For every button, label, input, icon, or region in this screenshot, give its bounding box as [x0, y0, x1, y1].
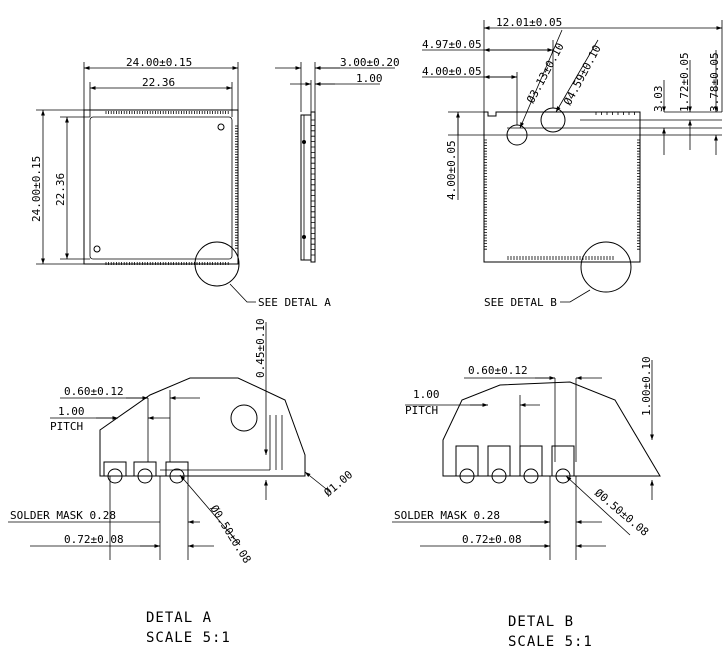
detail-a-pad-pitch-dim: 0.60±0.12 [64, 385, 124, 398]
detail-b-scale: SCALE 5:1 [508, 634, 593, 650]
detail-a-pad-len-dim: 0.72±0.08 [64, 533, 124, 546]
width-inner-dim: 22.36 [142, 76, 175, 89]
detail-a-circle [194, 241, 240, 287]
detail-b-pitch-value: 1.00 [413, 388, 440, 401]
detail-b-pad [487, 445, 511, 477]
detail-a-radius-dim: Ø1.00 [322, 468, 356, 499]
right-pad-ticks [484, 112, 640, 260]
side-view: 3.00±0.20 1.00 [275, 56, 400, 263]
detail-b-pitch-label: PITCH [405, 404, 438, 417]
module-inner-outline [89, 116, 233, 260]
dim-497: 4.97±0.05 [422, 38, 482, 51]
detail-a-hole-dim: Ø0.50±0.08 [207, 503, 253, 566]
top-view-right: SEE DETAL B 12.01±0.05 4.97±0.05 4.00±0.… [422, 16, 723, 309]
detail-a-pad [133, 461, 157, 477]
detail-a-pitch-value: 1.00 [58, 405, 85, 418]
detail-b-pad-len-dim: 0.72±0.08 [462, 533, 522, 546]
detail-a-solder-mask-dim: SOLDER MASK 0.28 [10, 509, 116, 522]
height-overall-dim: 24.00±0.15 [30, 156, 43, 222]
dim-172: 1.72±0.05 [678, 52, 691, 112]
board-thickness-dim: 1.00 [356, 72, 383, 85]
detail-b-title: DETAL B [508, 614, 574, 630]
detail-b-pads [455, 445, 575, 484]
detail-b-pad-pitch-dim: 0.60±0.12 [468, 364, 528, 377]
detail-a-edge-gap-dim: 0.45±0.10 [254, 318, 267, 378]
dim-459: Ø4.59±0.10 [561, 43, 604, 108]
detail-b-outline [442, 381, 661, 477]
corner-marker [93, 245, 101, 253]
detail-b-pad [455, 445, 479, 477]
dim-313: Ø3.13±0.10 [524, 41, 567, 106]
detail-b-circle [580, 241, 632, 293]
detail-a-pad-hole [107, 468, 123, 484]
castellated-pads-right [484, 112, 640, 260]
detail-b-pad [551, 445, 575, 477]
module-outline-right [483, 111, 641, 263]
detail-a-pad [103, 461, 127, 477]
side-pads [311, 119, 315, 256]
top-view-left: SEE DETAL A 24.00±0.15 22.36 24.00±0.15 … [30, 56, 331, 309]
detail-a-scale: SCALE 5:1 [146, 630, 231, 646]
detail-a-corner-hole [230, 404, 258, 432]
see-detail-a-callout: SEE DETAL A [258, 296, 331, 309]
pin1-marker [217, 123, 225, 131]
height-inner-dim: 22.36 [54, 173, 67, 206]
pad-ticks [105, 111, 238, 265]
see-detail-b-callout: SEE DETAL B [484, 296, 557, 309]
dim-400-vertical: 4.00±0.05 [445, 140, 458, 200]
detail-a: 0.60±0.12 1.00 PITCH 0.45±0.10 Ø1.00 SOL… [8, 318, 355, 646]
detail-b-solder-mask-dim: SOLDER MASK 0.28 [394, 509, 500, 522]
detail-a-pads [103, 461, 189, 484]
dim-400-horizontal: 4.00±0.05 [422, 65, 482, 78]
detail-a-outline [99, 377, 306, 477]
width-overall-dim: 24.00±0.15 [126, 56, 192, 69]
detail-b-hole-dim: Ø0.50±0.08 [592, 486, 651, 539]
dim-303: 3.03 [652, 86, 665, 113]
detail-a-pad [165, 461, 189, 477]
detail-b: 0.60±0.12 1.00 PITCH 1.00±0.10 SOLDER MA… [392, 356, 661, 650]
detail-a-pitch-label: PITCH [50, 420, 83, 433]
side-board [310, 111, 316, 263]
dim-378: 3.78±0.05 [708, 52, 721, 112]
castellated-pads [105, 111, 238, 265]
side-pad-ticks [311, 119, 315, 256]
dim-1201: 12.01±0.05 [496, 16, 562, 29]
module-outline [83, 109, 239, 265]
detail-b-pad [519, 445, 543, 477]
thickness-dim: 3.00±0.20 [340, 56, 400, 69]
detail-b-pad-hole [491, 468, 507, 484]
detail-b-pad-hole [459, 468, 475, 484]
detail-a-pad-hole [137, 468, 153, 484]
detail-a-title: DETAL A [146, 610, 212, 626]
detail-b-pad-hole [523, 468, 539, 484]
detail-b-edge-gap-dim: 1.00±0.10 [640, 356, 653, 416]
